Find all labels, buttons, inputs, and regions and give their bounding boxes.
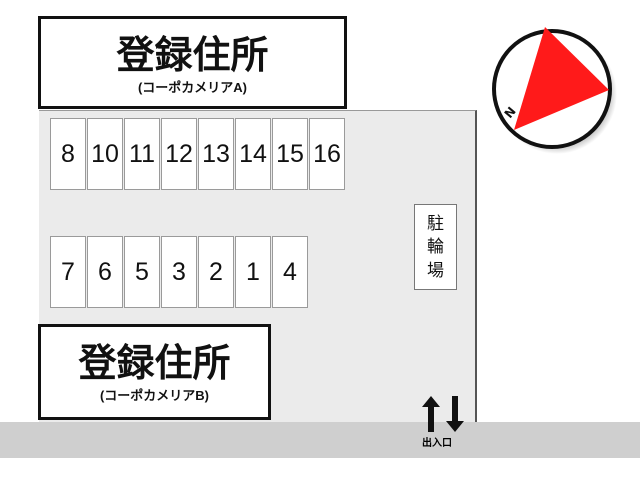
entrance: 出入口 [419,396,469,452]
parking-space: 14 [235,118,271,190]
entrance-label: 出入口 [422,438,452,449]
building-a: 登録住所 (コーポカメリアA) [38,16,347,109]
parking-space: 16 [309,118,345,190]
bicycle-parking-char: 輪 [427,237,444,257]
building-a-subtitle: (コーポカメリアA) [137,80,248,95]
parking-space: 4 [272,236,308,308]
parking-space: 5 [124,236,160,308]
parking-space: 3 [161,236,197,308]
building-b: 登録住所 (コーポカメリアB) [38,324,271,420]
building-b-name: 登録住所 [78,341,231,385]
parking-space: 13 [198,118,234,190]
parking-space: 1 [235,236,271,308]
compass-icon: N [492,27,617,154]
entrance-arrows-icon [422,396,464,432]
compass-needle [514,27,609,130]
bicycle-parking: 駐 輪 場 [414,204,457,290]
bicycle-parking-char: 駐 [427,213,444,234]
road [0,422,640,458]
parking-space: 10 [87,118,123,190]
parking-row-bottom: 7 6 5 3 2 1 4 [50,236,309,308]
parking-space: 11 [124,118,160,190]
parking-space: 12 [161,118,197,190]
bicycle-parking-char: 場 [427,260,444,281]
parking-space: 8 [50,118,86,190]
parking-space: 15 [272,118,308,190]
parking-space: 6 [87,236,123,308]
building-b-subtitle: (コーポカメリアB) [99,388,210,403]
parking-space: 7 [50,236,86,308]
parking-space: 2 [198,236,234,308]
building-a-name: 登録住所 [116,33,269,77]
parking-row-top: 8 10 11 12 13 14 15 16 [50,118,346,190]
